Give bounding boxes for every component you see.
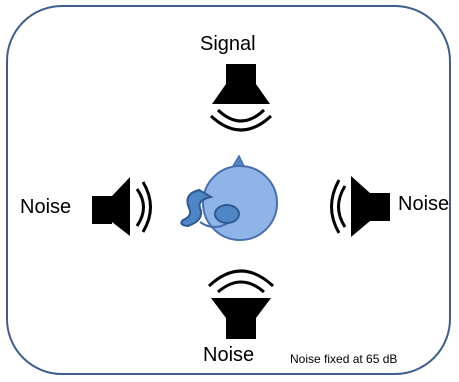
noise-left-label: Noise <box>20 196 72 218</box>
room-boundary <box>6 5 451 375</box>
left-speaker-icon <box>92 177 152 236</box>
right-speaker-icon <box>330 176 390 237</box>
bottom-speaker-icon <box>207 269 275 339</box>
signal-label: Signal <box>200 33 256 55</box>
noise-bottom-label: Noise <box>203 344 255 366</box>
listener-head-icon <box>199 154 278 241</box>
top-speaker-icon <box>209 64 273 132</box>
noise-level-note: Noise fixed at 65 dB <box>290 352 398 366</box>
hearing-aid-icon <box>180 188 214 228</box>
noise-right-label: Noise <box>398 193 450 215</box>
